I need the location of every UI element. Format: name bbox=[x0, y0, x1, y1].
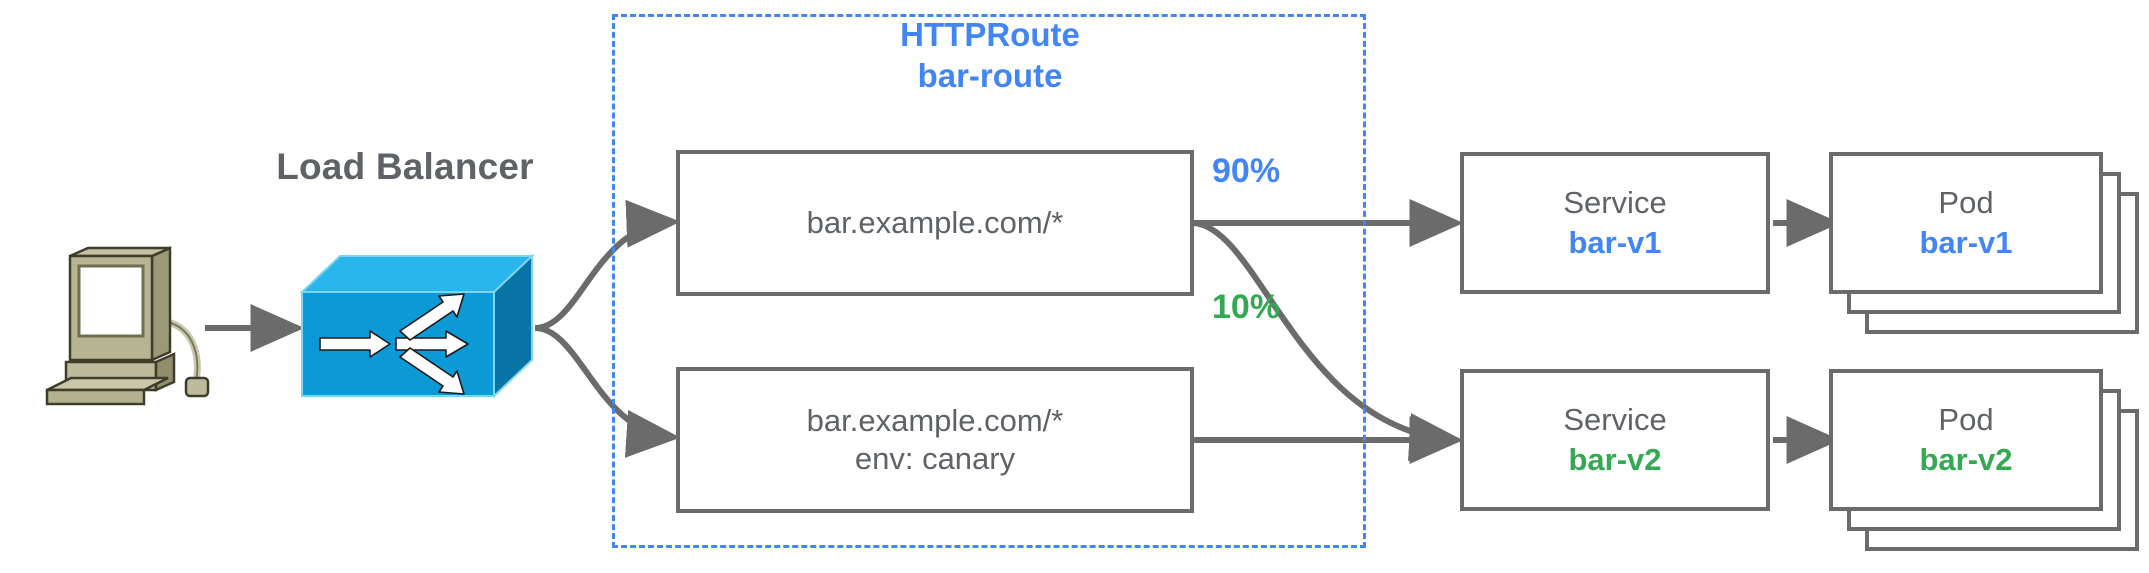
match-2-line-1: bar.example.com/* bbox=[806, 403, 1064, 439]
service-v2-name: bar-v2 bbox=[1568, 442, 1662, 477]
weight-label-10: 10% bbox=[1212, 288, 1281, 326]
pod-v1-name: bar-v1 bbox=[1919, 225, 2013, 260]
service-box-bar-v2[interactable]: Service bar-v2 bbox=[1460, 369, 1770, 511]
match-1-line-1: bar.example.com/* bbox=[806, 205, 1064, 241]
httproute-name: bar-route bbox=[917, 56, 1063, 94]
httproute-kind: HTTPRoute bbox=[900, 16, 1080, 53]
pod-box-bar-v2[interactable]: Pod bar-v2 bbox=[1829, 369, 2103, 511]
pod-v2-name: bar-v2 bbox=[1919, 442, 2013, 477]
service-v2-kind: Service bbox=[1563, 402, 1667, 438]
load-balancer-label: Load Balancer bbox=[276, 146, 534, 187]
httproute-title: HTTPRoute bar-route bbox=[612, 16, 1368, 94]
service-box-bar-v1[interactable]: Service bar-v1 bbox=[1460, 152, 1770, 294]
pod-box-bar-v1[interactable]: Pod bar-v1 bbox=[1829, 152, 2103, 294]
weight-label-90: 90% bbox=[1212, 152, 1281, 190]
pod-v2-kind: Pod bbox=[1938, 402, 1994, 438]
desktop-computer-icon bbox=[45, 246, 210, 406]
service-v1-name: bar-v1 bbox=[1568, 225, 1662, 260]
match-2-line-2: env: canary bbox=[854, 441, 1016, 476]
service-v1-kind: Service bbox=[1563, 185, 1667, 221]
network-switch-icon bbox=[299, 253, 535, 399]
pod-v1-kind: Pod bbox=[1938, 185, 1994, 221]
httproute-boundary bbox=[612, 14, 1366, 548]
match-box-1[interactable]: bar.example.com/* bbox=[676, 150, 1194, 296]
match-box-2[interactable]: bar.example.com/* env: canary bbox=[676, 367, 1194, 513]
